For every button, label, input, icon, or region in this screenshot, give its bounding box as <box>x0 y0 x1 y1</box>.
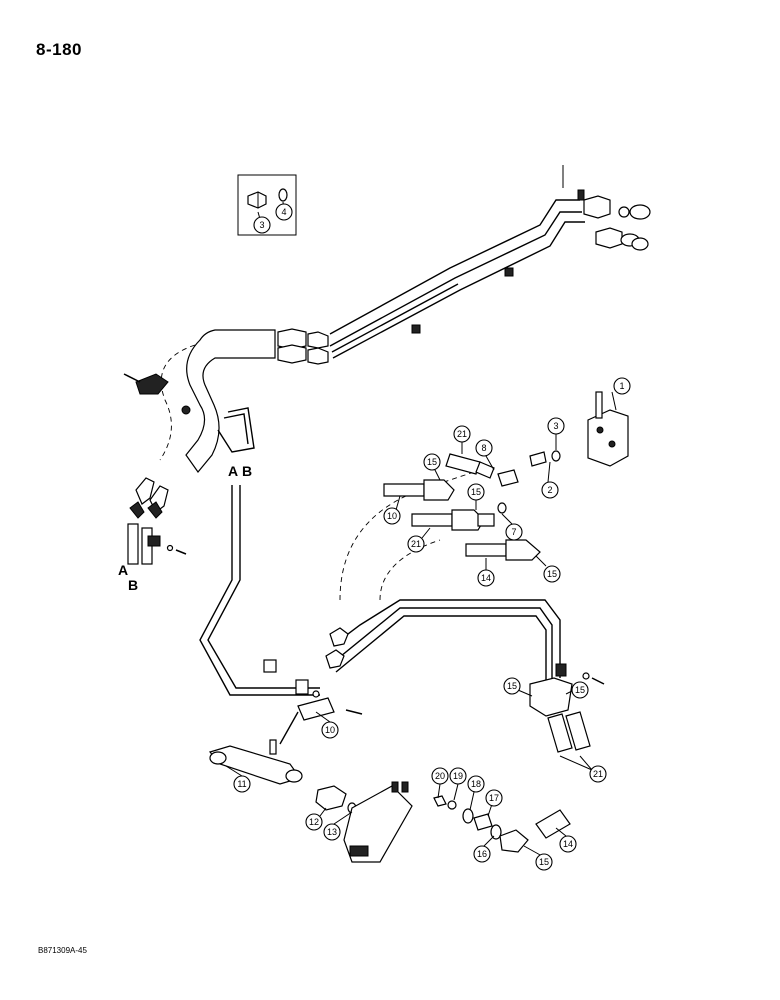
svg-text:7: 7 <box>511 527 516 537</box>
svg-text:20: 20 <box>435 771 445 781</box>
callout-12: 12 <box>305 813 323 831</box>
callout-21-a: 21 <box>453 425 471 443</box>
callout-20: 20 <box>431 767 449 785</box>
lower-left-fittings <box>208 690 363 785</box>
callout-10-a: 10 <box>383 507 401 525</box>
callout-2: 2 <box>541 481 559 499</box>
svg-text:14: 14 <box>563 839 573 849</box>
svg-text:15: 15 <box>471 487 481 497</box>
control-valve <box>587 391 629 467</box>
relief-valve-body <box>315 781 413 863</box>
label-b-tube: B <box>242 463 252 479</box>
callout-15-d: 15 <box>503 677 521 695</box>
inset-box <box>237 174 297 236</box>
svg-text:15: 15 <box>547 569 557 579</box>
label-a-left: A <box>118 562 128 578</box>
svg-text:1: 1 <box>619 381 624 391</box>
fittings-cluster <box>383 450 561 561</box>
svg-text:10: 10 <box>325 725 335 735</box>
svg-text:21: 21 <box>457 429 467 439</box>
svg-text:21: 21 <box>411 539 421 549</box>
callout-21-b: 21 <box>407 535 425 553</box>
svg-text:15: 15 <box>539 857 549 867</box>
callout-10-b: 10 <box>321 721 339 739</box>
callout-8: 8 <box>475 439 493 457</box>
callout-15-a: 15 <box>423 453 441 471</box>
callout-3: 3 <box>547 417 565 435</box>
svg-text:21: 21 <box>593 769 603 779</box>
callout-16: 16 <box>473 845 491 863</box>
callout-7: 7 <box>505 523 523 541</box>
svg-text:15: 15 <box>507 681 517 691</box>
callout-14-b: 14 <box>559 835 577 853</box>
label-b-left: B <box>128 577 138 593</box>
small-parts <box>433 795 571 853</box>
svg-text:15: 15 <box>427 457 437 467</box>
svg-text:12: 12 <box>309 817 319 827</box>
upper-tubes <box>329 165 651 359</box>
page-number: 8-180 <box>36 40 82 59</box>
callout-4: 3 <box>253 216 271 234</box>
leader-lines <box>225 201 617 857</box>
svg-text:4: 4 <box>281 207 286 217</box>
hose-loop <box>123 328 329 473</box>
svg-text:15: 15 <box>575 685 585 695</box>
callout-21-c: 21 <box>589 765 607 783</box>
left-fittings <box>127 477 187 565</box>
svg-text:8: 8 <box>481 443 486 453</box>
callout-11: 11 <box>233 775 251 793</box>
callout-13: 13 <box>323 823 341 841</box>
callout-18: 18 <box>467 775 485 793</box>
callout-19: 19 <box>449 767 467 785</box>
u-clamp <box>217 407 255 453</box>
callout-14-a: 14 <box>477 569 495 587</box>
callout-15-b: 15 <box>467 483 485 501</box>
svg-text:17: 17 <box>489 793 499 803</box>
label-a-tube: A <box>228 463 238 479</box>
svg-text:13: 13 <box>327 827 337 837</box>
callout-15-c: 15 <box>543 565 561 583</box>
svg-text:11: 11 <box>237 779 246 789</box>
callout-15-f: 15 <box>535 853 553 871</box>
lower-right-fittings <box>529 663 605 753</box>
svg-text:3: 3 <box>553 421 558 431</box>
callout-17: 17 <box>485 789 503 807</box>
svg-text:16: 16 <box>477 849 487 859</box>
svg-text:14: 14 <box>481 573 491 583</box>
callout-5: 4 <box>275 203 293 221</box>
callout-1: 1 <box>613 377 631 395</box>
svg-text:2: 2 <box>547 485 552 495</box>
svg-text:18: 18 <box>471 779 481 789</box>
figure-code: B871309A-45 <box>38 946 87 955</box>
lower-tubes <box>199 469 561 696</box>
svg-text:19: 19 <box>453 771 463 781</box>
svg-text:3: 3 <box>259 220 264 230</box>
callout-15-e: 15 <box>571 681 589 699</box>
svg-text:10: 10 <box>387 511 397 521</box>
